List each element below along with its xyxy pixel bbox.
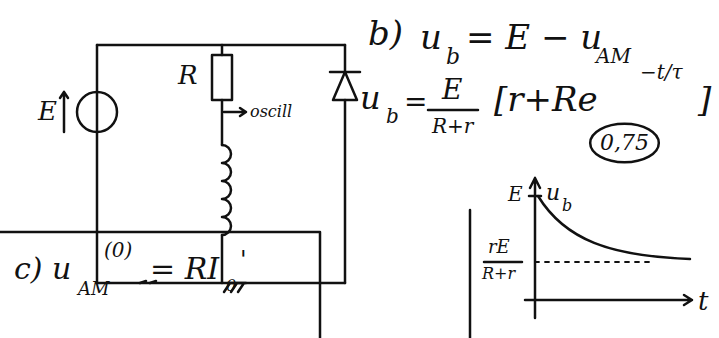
separator-line [469, 210, 472, 338]
decay-curve [538, 196, 690, 259]
fraction-bar [428, 109, 478, 112]
voltage-arrow [60, 92, 68, 132]
subscript: AM [596, 46, 631, 66]
asymptote-line [535, 261, 650, 263]
circled-number: 0,75 [600, 132, 673, 154]
equation-text: = [404, 88, 427, 116]
wire [97, 45, 345, 283]
subscript: AM [78, 280, 109, 298]
probe-arrow [224, 108, 246, 116]
denominator: R+r [482, 266, 515, 282]
subscript: 0 [226, 278, 236, 294]
wire [344, 45, 347, 283]
numerator: rE [488, 238, 510, 256]
source-symbol [77, 92, 117, 132]
equation-text: = E − u [466, 20, 602, 54]
axis-label: u [546, 182, 560, 204]
subscript: b [386, 106, 399, 126]
prime-mark: ' [240, 248, 247, 272]
argument: (0) [104, 240, 132, 260]
inductor-symbol [222, 145, 231, 235]
equation-text: = RI [150, 254, 219, 284]
denominator: R+r [432, 116, 473, 136]
part-letter: c) u [14, 254, 71, 284]
separator-line [0, 232, 320, 338]
bracket: ] [698, 82, 711, 116]
fraction-bar [484, 261, 522, 264]
equation-text: [r+Re [494, 82, 598, 116]
resistor-label: R [178, 62, 198, 88]
source-label: E [38, 98, 57, 124]
source-symbol [96, 92, 99, 132]
axis-value: E [508, 184, 523, 204]
part-letter: b) [368, 16, 403, 50]
variable: u [420, 20, 442, 54]
subscript: b [446, 46, 460, 68]
axis-label: t [698, 288, 708, 314]
numerator: E [442, 76, 462, 104]
circled-value: 0,75 [588, 122, 661, 164]
diode-symbol [330, 72, 360, 100]
exponent: −t/τ [640, 62, 683, 82]
x-axis [525, 295, 692, 305]
probe-label: oscill [250, 104, 292, 120]
subscript: b [562, 198, 572, 214]
resistor-symbol [212, 55, 232, 100]
variable: u [360, 82, 381, 114]
